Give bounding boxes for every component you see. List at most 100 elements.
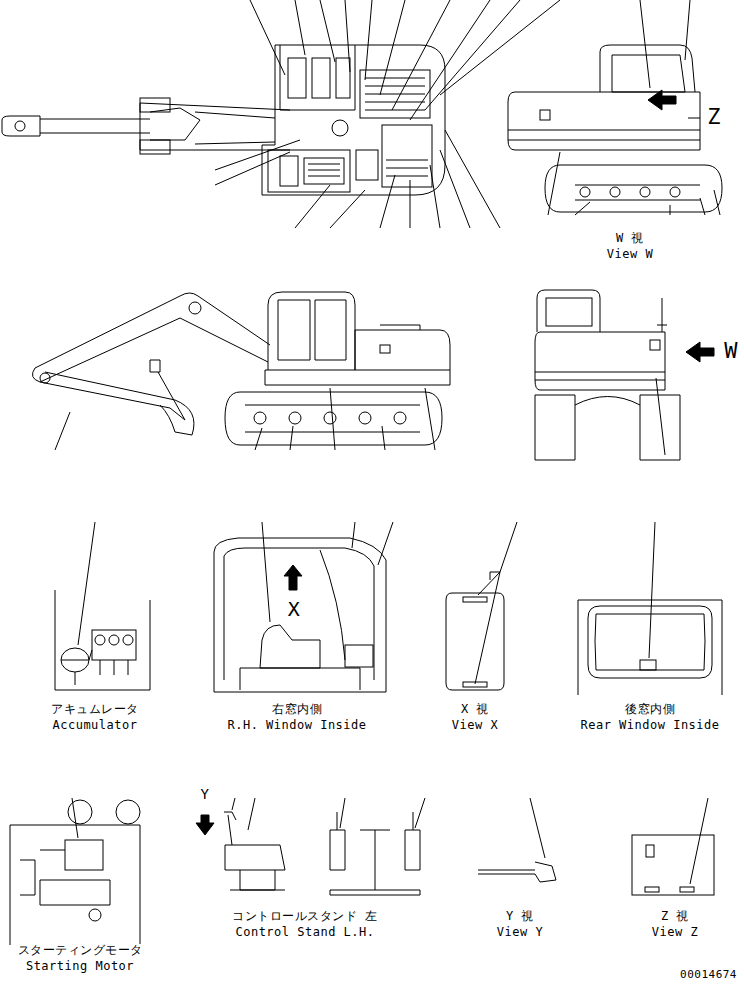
starting-motor-detail-line (20, 860, 35, 895)
view-y-detail-line (478, 870, 535, 874)
view-title: コントロールスタンド 左 (231, 910, 378, 924)
rear-window-detail (578, 522, 722, 695)
side-view-line (289, 412, 301, 424)
part-name: スターティングモータ (17, 944, 144, 958)
plan-view-line (356, 150, 378, 180)
accumulator-detail-line (55, 590, 150, 690)
view-title: X 視 (460, 703, 490, 717)
rh-window-detail-line (260, 625, 320, 668)
starting-motor-detail (10, 798, 140, 945)
view-x-detail-line (463, 597, 487, 602)
rh-window-detail-line (320, 550, 345, 660)
rear-view-line (656, 378, 665, 455)
rear-window-detail-line (640, 660, 656, 670)
plan-view-line (332, 120, 348, 136)
view-title: Rear Window Inside (579, 719, 720, 733)
rear-view-line (535, 372, 665, 380)
view-title: View X (451, 719, 499, 733)
part-name: Accumulator (52, 719, 139, 733)
view-w-side-line (648, 90, 676, 110)
side-view-line (32, 293, 270, 382)
view-letter: X (287, 598, 302, 621)
view-letter: Y (200, 786, 211, 802)
plan-view-line (280, 45, 355, 110)
rear-view-line (686, 342, 714, 362)
rear-view-line (657, 298, 667, 332)
plan-view-line (386, 160, 428, 176)
plan-view-line (140, 98, 170, 112)
view-z-detail-line (645, 887, 659, 892)
view-z-detail-line (690, 798, 708, 884)
starting-motor-detail-line (10, 825, 140, 945)
view-title: 後窓内側 (624, 703, 676, 717)
view-w-side-line (508, 130, 700, 140)
view-title: View Z (651, 926, 699, 940)
view-w-side-line (610, 187, 620, 197)
rear-view-line (535, 332, 665, 390)
part-name: Starting Motor (25, 960, 135, 974)
plan-view-line (15, 121, 25, 131)
plan-view-line (304, 158, 344, 184)
view-title: View Y (496, 926, 544, 940)
view-z-detail (632, 798, 714, 895)
side-view-line (324, 412, 336, 424)
rear-view (535, 290, 714, 460)
rh-window-detail-line (262, 522, 393, 622)
view-y-detail-line (530, 798, 545, 858)
side-view-line (355, 330, 450, 370)
rear-view-line (650, 340, 660, 350)
rear-view-line (537, 290, 600, 332)
view-title: Control Stand L.H. (234, 926, 375, 940)
view-w-side-line (548, 0, 720, 215)
view-title: Y 視 (505, 910, 535, 924)
view-title: R.H. Window Inside (226, 719, 367, 733)
control-stand-detail-line (230, 870, 285, 890)
accumulator-detail-line (92, 630, 136, 660)
plan-view-line (308, 164, 340, 176)
plan-view-line (280, 156, 298, 186)
plan-view-line (140, 140, 170, 154)
plan-view-line (360, 70, 430, 118)
side-view-line (268, 292, 355, 370)
view-y-detail (478, 798, 556, 882)
rear-view-line (535, 395, 680, 460)
accumulator-detail-line (78, 522, 95, 645)
view-title: Z 視 (660, 910, 690, 924)
view-w-side-line (640, 187, 650, 197)
view-y-detail-line (535, 862, 556, 882)
rear-view-line (546, 298, 592, 326)
plan-view-line (288, 58, 306, 98)
starting-motor-detail-line (116, 800, 140, 824)
accumulator-detail-line (109, 635, 119, 645)
view-title: W 視 (615, 232, 645, 246)
side-view-line (40, 372, 185, 420)
starting-motor-detail-line (89, 909, 101, 921)
plan-view-line (40, 119, 150, 133)
view-x-detail (446, 522, 517, 690)
plan-view-line (2, 116, 40, 136)
starting-motor-detail-line (72, 798, 78, 838)
plan-view-line (382, 125, 432, 187)
plan-view-line (312, 58, 330, 98)
view-x-detail-line (446, 593, 504, 690)
plan-view-line (195, 112, 275, 144)
accumulator-detail-line (61, 660, 89, 685)
rh-window-detail-line (284, 565, 302, 590)
side-view-line (265, 370, 450, 385)
plan-view-line (140, 103, 290, 150)
plan-view-line (262, 45, 445, 195)
rh-window-detail-line (224, 548, 374, 680)
rear-window-detail-line (578, 600, 722, 695)
drawing-number: 00014674 (679, 969, 738, 982)
rh-window-detail (214, 522, 393, 692)
control-stand-detail-line (224, 812, 285, 870)
control-stand-detail-line (196, 815, 214, 835)
view-w-side-line (540, 110, 550, 120)
side-view-line (150, 360, 185, 420)
side-view-line (394, 412, 406, 424)
view-title: 右窓内側 (271, 703, 323, 717)
accumulator-detail-line (89, 650, 128, 675)
starting-motor-detail-line (65, 840, 103, 870)
